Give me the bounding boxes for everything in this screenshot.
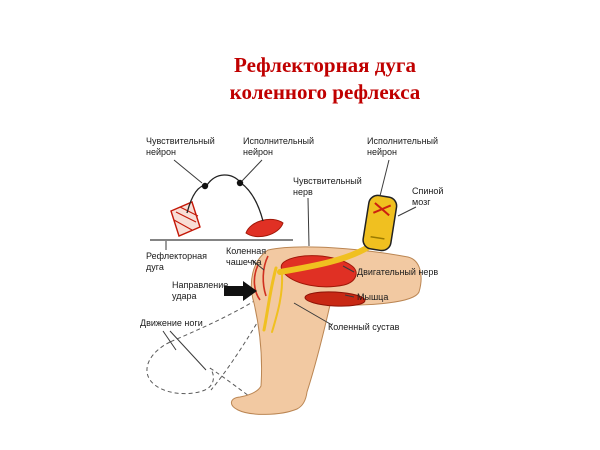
nerves: [262, 243, 373, 333]
label-executive-neuron-left: Исполнительный нейрон: [243, 136, 315, 157]
page-title-line2: коленного рефлекса: [229, 80, 421, 105]
thigh-muscle: [253, 255, 366, 307]
label-executive-neuron-right: Исполнительный нейрон: [367, 136, 439, 157]
executive-neuron-dot: [236, 179, 244, 187]
page-title-line1: Рефлекторная дуга: [234, 53, 416, 77]
page-title: Рефлекторная дуга коленного рефлекса: [198, 52, 452, 107]
label-motor-nerve: Двигательный нерв: [357, 267, 439, 277]
strike-direction-arrow: [224, 281, 257, 301]
sensory-neuron-dot: [201, 182, 209, 190]
label-spinal-cord: Спиной мозг: [412, 186, 444, 207]
label-sensory-nerve: Чувствительный нерв: [293, 176, 362, 197]
label-sensory-neuron: Чувствительный нейрон: [146, 136, 215, 157]
label-reflex-arc: Рефлекторная дуга: [146, 251, 207, 272]
leg-shape: [231, 246, 422, 415]
receptor-shape: [170, 201, 201, 237]
label-leg-movement: Движение ноги: [140, 318, 203, 328]
label-strike-direction: Направление удара: [172, 280, 229, 301]
label-kneecap: Коленная чашечка: [226, 246, 267, 267]
label-muscle: Мышца: [357, 292, 389, 302]
effector-muscle-shape: [245, 218, 284, 238]
leg-movement-dashed-outline: [146, 299, 261, 397]
spinal-cord-shape: [362, 194, 398, 252]
label-knee-joint: Коленный сустав: [328, 322, 400, 332]
reflex-arc-schematic: [150, 174, 293, 241]
leader-lines: [162, 159, 417, 371]
